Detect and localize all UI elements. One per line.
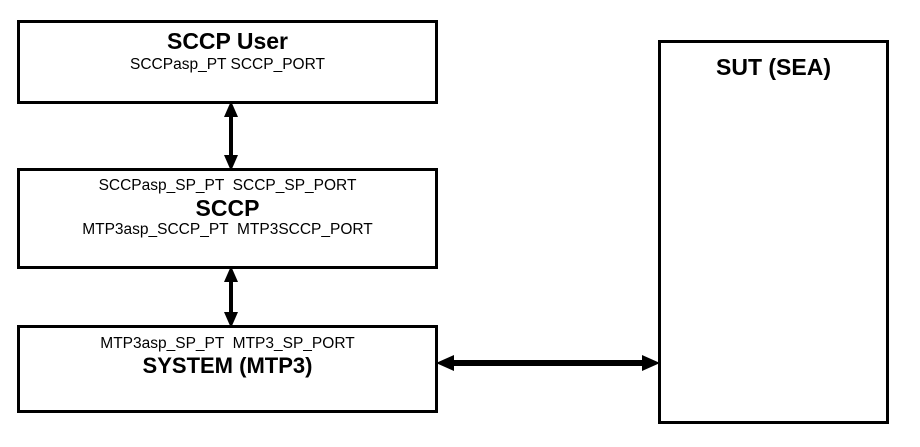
double-arrow-vertical-icon (224, 266, 238, 328)
connector-sccp-to-system (214, 265, 248, 329)
node-sut-sea-title: SUT (SEA) (716, 54, 831, 80)
node-system-mtp3-title: SYSTEM (MTP3) (142, 352, 313, 378)
node-system-mtp3-ports-top: MTP3asp_SP_PT MTP3_SP_PORT (100, 335, 355, 352)
double-arrow-vertical-icon (224, 101, 238, 171)
node-sccp[interactable]: SCCPasp_SP_PT SCCP_SP_PORT SCCP MTP3asp_… (17, 168, 438, 269)
connector-system-to-sut (434, 346, 662, 380)
node-sccp-user-title: SCCP User (166, 28, 289, 54)
node-sut-sea[interactable]: SUT (SEA) (658, 40, 889, 424)
connector-sccp-user-to-sccp (214, 100, 248, 172)
node-sccp-user-ports-bottom: SCCPasp_PT SCCP_PORT (130, 55, 325, 73)
node-sccp-ports-top: SCCPasp_SP_PT SCCP_SP_PORT (98, 177, 357, 194)
node-system-mtp3[interactable]: MTP3asp_SP_PT MTP3_SP_PORT SYSTEM (MTP3) (17, 325, 438, 413)
double-arrow-horizontal-icon (436, 355, 660, 371)
node-sccp-ports-bottom: MTP3asp_SCCP_PT MTP3SCCP_PORT (82, 220, 373, 238)
node-sccp-title: SCCP (195, 194, 260, 221)
node-sccp-user[interactable]: SCCP User SCCPasp_PT SCCP_PORT (17, 20, 438, 104)
